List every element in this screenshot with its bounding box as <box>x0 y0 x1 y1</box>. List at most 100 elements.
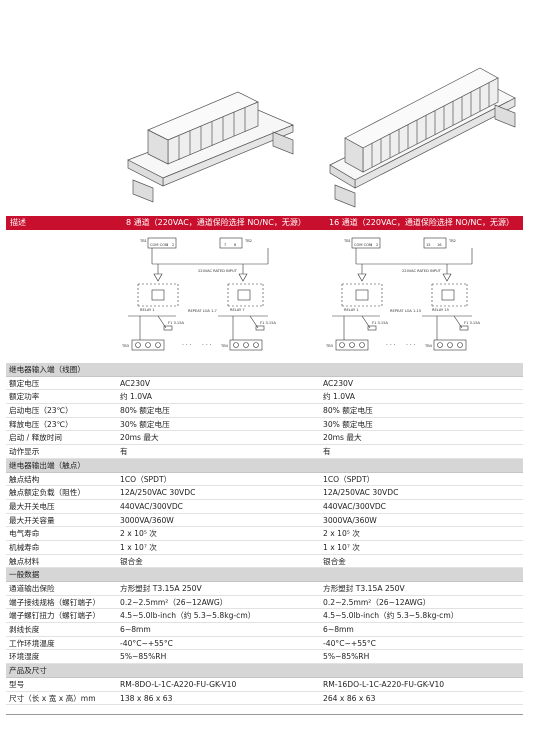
table-row: 通道输出保险 方形塑封 T3.15A 250V 方形塑封 T3.15A 250V <box>6 582 523 596</box>
value-16ch: 80% 额定电压 <box>323 406 373 416</box>
table-row: 工作环境温度-40°C~+55°C-40°C~+55°C <box>6 637 523 651</box>
row-label: 一般数据 <box>9 570 40 580</box>
value-8ch: 440VAC/300VDC <box>120 501 183 511</box>
d16-repeat: REPEAT LOA 1-15 <box>390 309 421 313</box>
row-label: 继电器输入端（线圈） <box>9 365 85 374</box>
row-label: 触点材料 <box>9 556 40 566</box>
value-16ch: 0.2~2.5mm²（26~12AWG） <box>323 597 431 607</box>
value-8ch: 12A/250VAC 30VDC <box>120 488 196 498</box>
value-8ch: AC230V <box>120 378 151 388</box>
table-row: 触点结构 1CO（SPDT） 1CO（SPDT） <box>6 473 523 487</box>
value-16ch: AC230V <box>323 378 354 388</box>
row-label: 动作显示 <box>9 447 40 457</box>
d8-n8: 8 <box>234 243 237 247</box>
product-illustration-16ch <box>329 67 516 208</box>
row-label: 端子螺钉扭力（螺钉端子） <box>9 611 101 621</box>
d16-dots: · · · <box>386 342 396 349</box>
d8-n2: 2 <box>172 243 174 247</box>
value-16ch: 1CO（SPDT） <box>323 474 375 484</box>
value-8ch: 138 x 86 x 63 <box>120 693 173 703</box>
d16-tb4: TB4 <box>424 344 433 348</box>
value-16ch: 2 x 10⁵ 次 <box>323 529 360 539</box>
row-label: 型号 <box>9 679 25 689</box>
d8-tb1: TB1 <box>139 239 147 243</box>
section-header: 继电器输出端（触点） <box>6 458 523 473</box>
row-label: 最大开关容量 <box>9 515 55 525</box>
row-label: 通道输出保险 <box>9 584 55 593</box>
row-label: 机械寿命 <box>9 542 40 552</box>
row-label: 额定功率 <box>9 392 40 402</box>
d8-input: 220VAC RATED INPUT <box>198 269 238 273</box>
d8-n7: 7 <box>224 243 226 247</box>
d16-tb1: TB1 <box>343 239 351 243</box>
value-8ch: 2 x 10⁵ 次 <box>120 529 157 539</box>
value-8ch: 5%~85%RH <box>120 652 167 662</box>
row-label: 释放电压（23℃） <box>9 419 73 429</box>
value-8ch: 30% 额定电压 <box>120 419 170 429</box>
value-16ch: 440VAC/300VDC <box>323 501 386 511</box>
spec-table-header: 描述 8 通道（220VAC，通道保险选择 NO/NC，无源） 16 通道（22… <box>6 216 523 230</box>
row-label: 触点额定负载（阻性） <box>9 488 85 498</box>
table-row: 端子螺钉扭力（螺钉端子） 4.5~5.0lb-inch（约 5.3~5.8kg-c… <box>6 609 523 624</box>
d8-fuse2: F1 3.15A <box>260 321 276 325</box>
value-16ch: 1 x 10⁷ 次 <box>323 542 360 552</box>
table-row: 尺寸（长 x 宽 x 高）mm 138 x 86 x 63 264 x 86 x 6… <box>6 692 523 706</box>
value-16ch: 有 <box>323 447 331 457</box>
table-row: 端子接线规格（螺钉端子） 0.2~2.5mm²（26~12AWG） 0.2~2.5m… <box>6 596 523 610</box>
value-8ch: 0.2~2.5mm²（26~12AWG） <box>120 597 228 607</box>
row-label: 端子接线规格（螺钉端子） <box>9 597 101 607</box>
table-row: 触点额定负载（阻性） 12A/250VAC 30VDC 12A/250VAC 30V… <box>6 486 523 500</box>
value-8ch: 20ms 最大 <box>120 433 159 443</box>
d16-n1: 1 <box>370 243 372 247</box>
value-16ch: 方形塑封 T3.15A 250V <box>323 584 405 593</box>
value-8ch: 1CO（SPDT） <box>120 474 172 484</box>
d8-tb3: TB3 <box>121 344 129 348</box>
value-16ch: 20ms 最大 <box>323 433 362 443</box>
table-bottom-rule <box>6 714 523 715</box>
table-row: 最大开关电压 440VAC/300VDC 440VAC/300VDC <box>6 500 523 514</box>
value-8ch: 方形塑封 T3.15A 250V <box>120 584 202 593</box>
d16-relay-right: RELAY 15 <box>432 308 449 312</box>
table-row: 最大开关容量 3000VA/360W 3000VA/360W <box>6 514 523 528</box>
d16-dots2: · · · <box>406 342 416 349</box>
product-illustration-8ch <box>127 91 294 203</box>
d8-repeat: REPEAT LOA 1-7 <box>188 309 217 313</box>
value-16ch: 5%~85%RH <box>323 652 370 662</box>
value-16ch: 6~8mm <box>323 625 354 635</box>
d8-dots: · · · <box>182 342 192 349</box>
section-header: 一般数据 <box>6 568 523 582</box>
row-label: 产品及尺寸 <box>9 666 47 676</box>
row-label: 触点结构 <box>9 474 40 484</box>
d16-n2: 2 <box>376 243 378 247</box>
d8-relay-right: RELAY 7 <box>230 308 245 312</box>
row-label: 尺寸（长 x 宽 x 高）mm <box>9 693 96 703</box>
header-16ch: 16 通道（220VAC，通道保险选择 NO/NC，无源） <box>329 218 514 227</box>
row-label: 启动 / 释放时间 <box>9 433 62 443</box>
d16-fuse: F1 3.15A <box>372 321 388 325</box>
d8-dots2: · · · <box>202 342 212 349</box>
d8-n1: 1 <box>166 243 168 247</box>
row-label: 最大开关电压 <box>9 501 55 511</box>
header-8ch: 8 通道（220VAC，通道保险选择 NO/NC，无源） <box>126 218 306 227</box>
d16-relay: RELAY 1 <box>344 308 359 312</box>
value-8ch: -40°C~+55°C <box>120 638 173 648</box>
d16-tb3: TB3 <box>325 344 333 348</box>
value-8ch: 4.5~5.0lb-inch（约 5.3~5.8kg-cm） <box>120 611 256 621</box>
value-16ch: 12A/250VAC 30VDC <box>323 488 399 498</box>
value-16ch: 约 1.0VA <box>323 392 355 402</box>
value-8ch: 3000VA/360W <box>120 515 174 525</box>
value-16ch: RM-16DO-L-1C-A220-FU-GK-V10 <box>323 679 445 689</box>
value-16ch: 264 x 86 x 63 <box>323 693 376 703</box>
row-label: 剥线长度 <box>9 625 40 635</box>
d8-tb2: TB2 <box>244 239 252 243</box>
row-label: 电气寿命 <box>9 529 40 539</box>
d8-fuse: F1 3.15A <box>168 321 184 325</box>
value-16ch: 银合金 <box>323 556 346 566</box>
value-16ch: 3000VA/360W <box>323 515 377 525</box>
d16-fuse2: F1 3.15A <box>464 321 480 325</box>
